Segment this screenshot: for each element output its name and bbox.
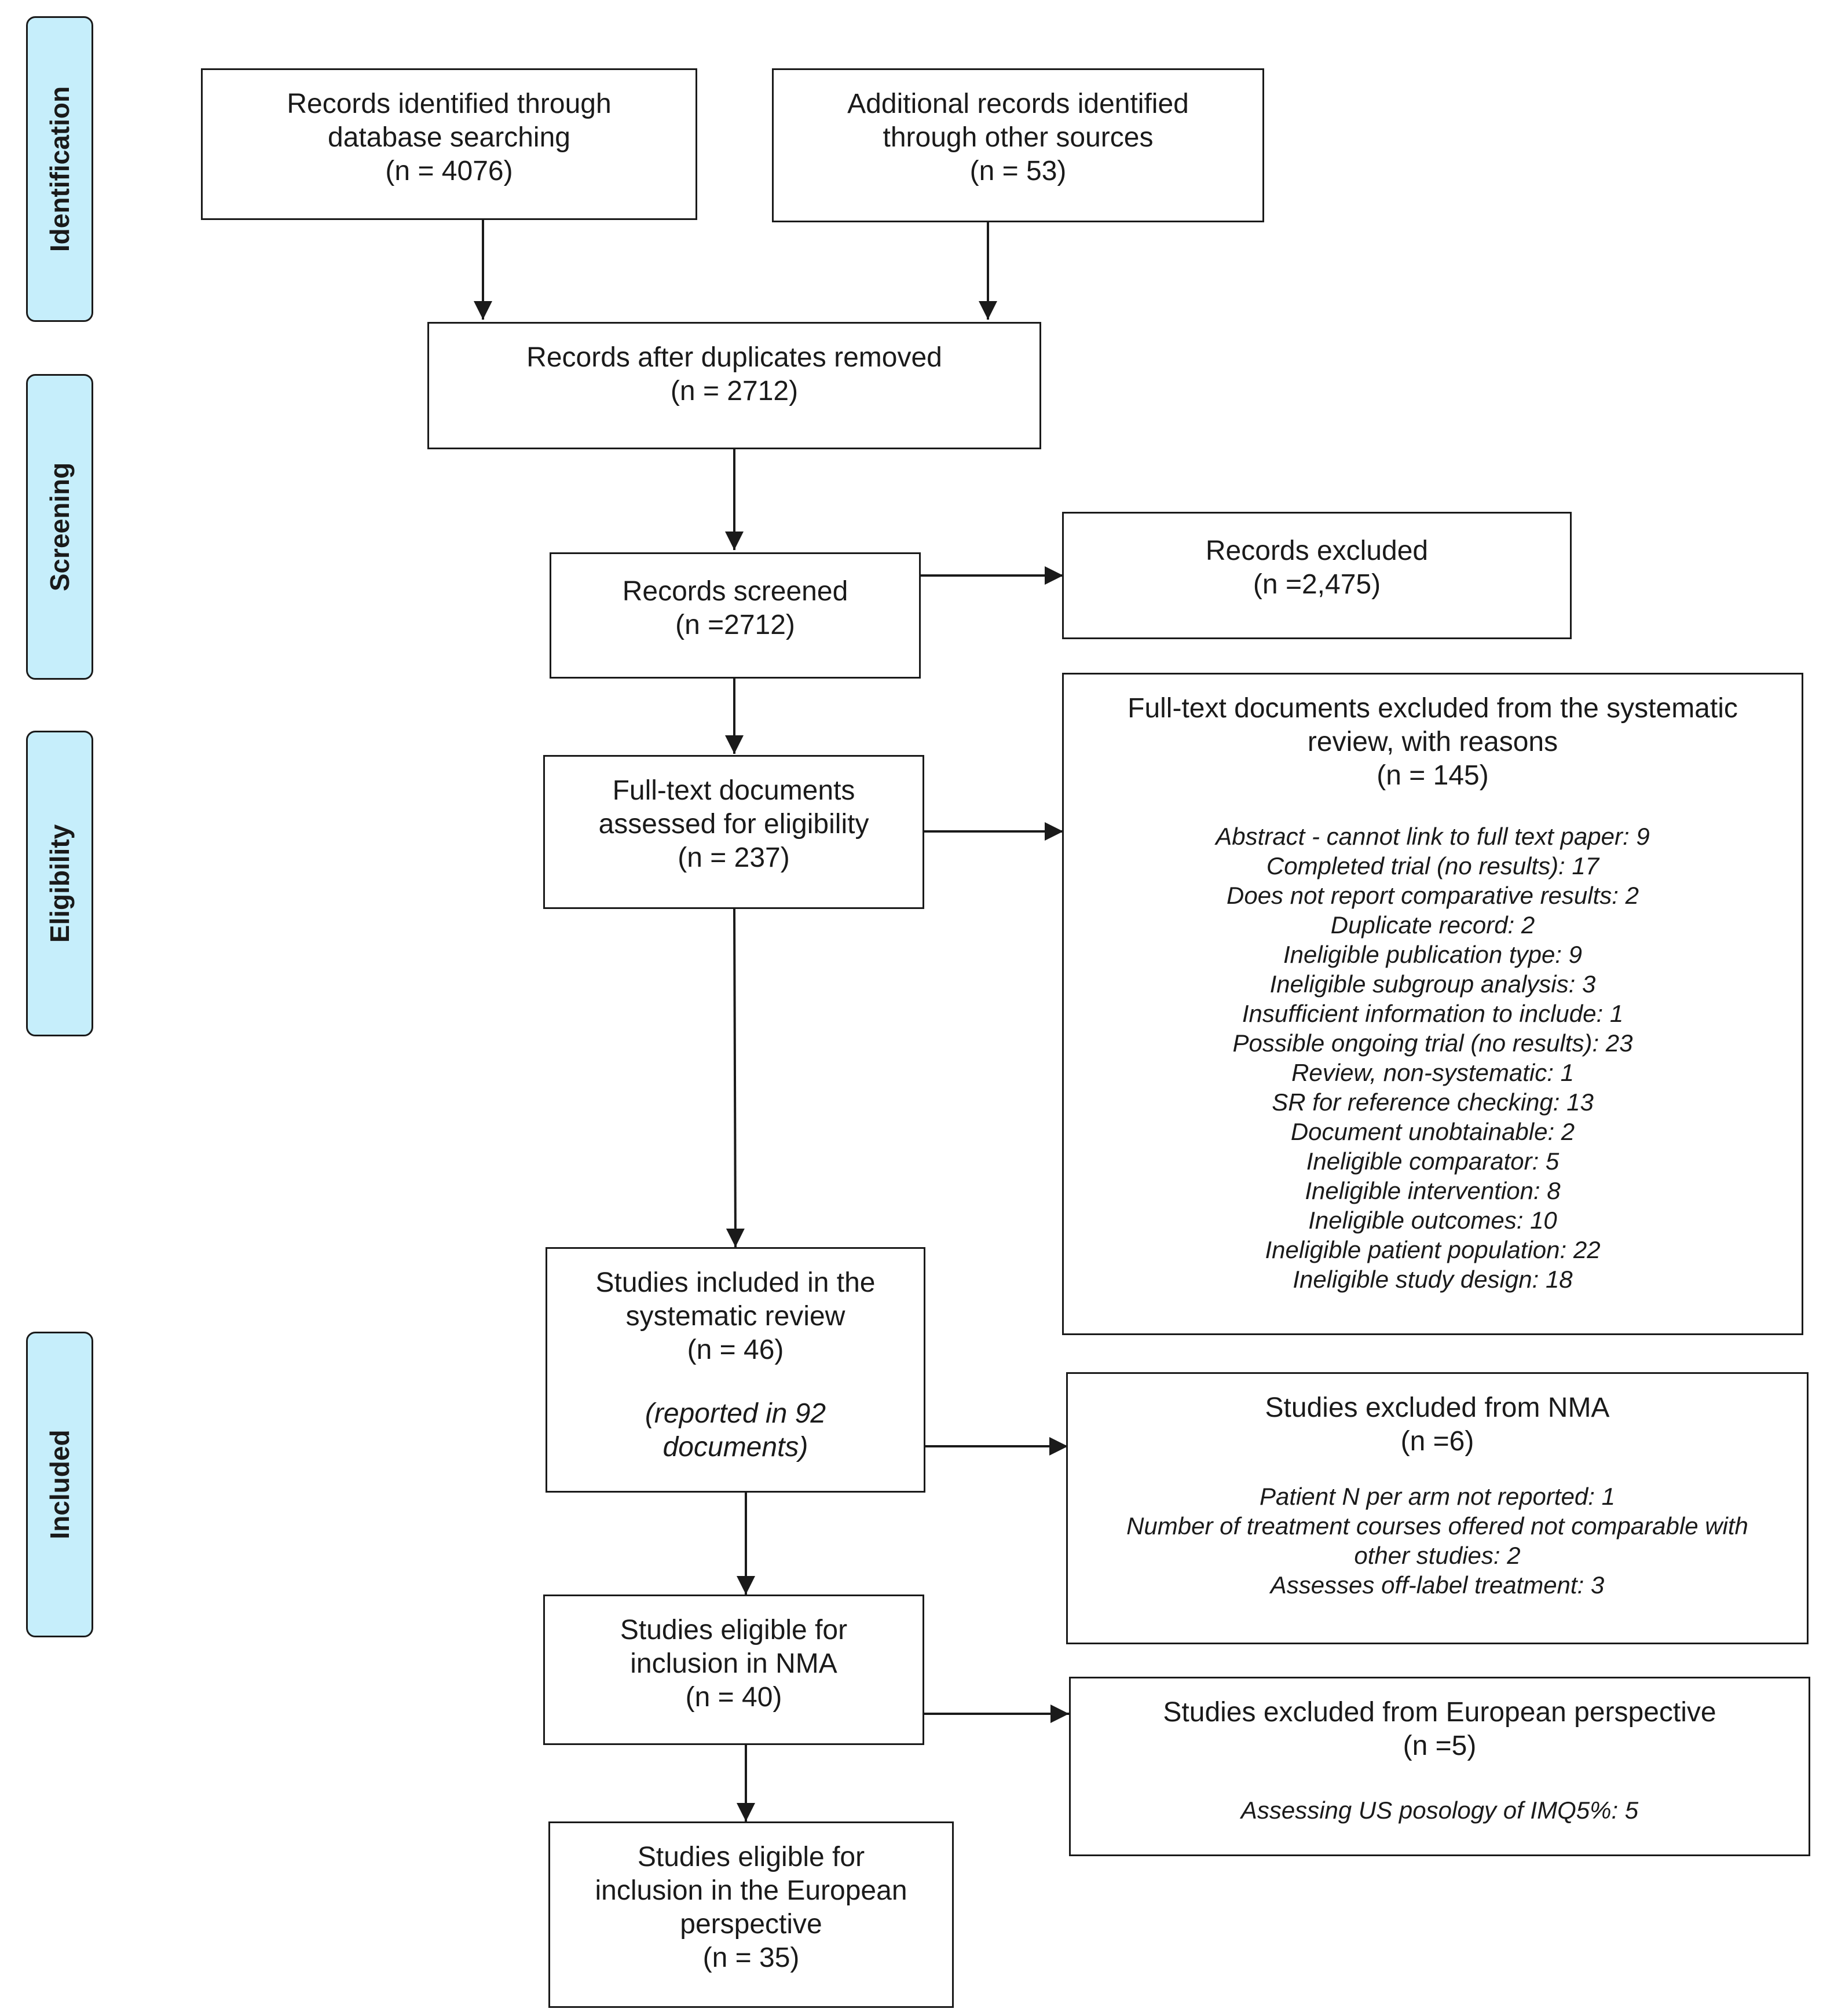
box-excluded-from-nma: Studies excluded from NMA (n =6) Patient… [1066, 1372, 1809, 1644]
note-text: documents) [662, 1432, 808, 1462]
exclusion-reason: Does not report comparative results: 2 [1227, 882, 1639, 909]
box-text: perspective [680, 1909, 822, 1940]
exclusion-reason: Ineligible outcomes: 10 [1308, 1207, 1557, 1234]
arrow-fulltext-to-included [726, 908, 745, 1248]
stage-tab-included: Included [26, 1332, 93, 1637]
exclusion-reason: Assessing US posology of IMQ5%: 5 [1240, 1797, 1639, 1824]
nma-exclusion-reasons: Patient N per arm not reported: 1 Number… [1079, 1482, 1795, 1600]
box-duplicates-removed: Records after duplicates removed (n = 27… [427, 322, 1041, 449]
box-count: (n =6) [1400, 1426, 1474, 1457]
box-records-excluded: Records excluded (n =2,475) [1062, 512, 1572, 639]
box-count: (n = 40) [685, 1682, 782, 1713]
box-count: (n =2712) [675, 610, 795, 640]
exclusion-reason: Possible ongoing trial (no results): 23 [1232, 1029, 1633, 1057]
exclusion-reason: Review, non-systematic: 1 [1291, 1059, 1574, 1086]
exclusion-reason: Patient N per arm not reported: 1 [1260, 1483, 1615, 1510]
box-included-systematic-review: Studies included in the systematic revie… [546, 1247, 925, 1493]
exclusion-reason: Assesses off-label treatment: 3 [1270, 1571, 1605, 1599]
box-text: Records excluded [1205, 536, 1429, 566]
box-text: Full-text documents excluded from the sy… [1128, 693, 1738, 724]
box-text: database searching [328, 122, 570, 153]
exclusion-reason: Completed trial (no results): 17 [1266, 852, 1599, 879]
box-database-search: Records identified through database sear… [201, 68, 697, 220]
note-text: (reported in 92 [645, 1398, 826, 1429]
stage-tab-eligibility: Eligibility [26, 731, 93, 1036]
exclusion-reason: Abstract - cannot link to full text pape… [1216, 823, 1650, 850]
european-exclusion-reasons: Assessing US posology of IMQ5%: 5 [1082, 1795, 1797, 1825]
box-count: (n = 46) [687, 1335, 784, 1365]
box-text: systematic review [625, 1301, 845, 1332]
box-text: Studies included in the [595, 1267, 876, 1298]
box-count: (n = 4076) [385, 156, 513, 186]
box-text: Studies eligible for [620, 1615, 848, 1645]
box-count: (n = 2712) [670, 376, 799, 406]
box-text: Full-text documents [612, 775, 855, 806]
stage-tab-identification: Identification [26, 16, 93, 322]
exclusion-reason: SR for reference checking: 13 [1272, 1088, 1594, 1116]
box-text: through other sources [883, 122, 1154, 153]
box-text: review, with reasons [1307, 727, 1558, 757]
box-count: (n =2,475) [1253, 569, 1381, 600]
box-text: Studies excluded from NMA [1265, 1392, 1610, 1423]
box-count: (n = 35) [702, 1942, 800, 1973]
stage-tab-screening: Screening [26, 374, 93, 680]
box-text: inclusion in the European [595, 1875, 907, 1906]
exclusion-reason: Duplicate record: 2 [1330, 911, 1535, 939]
box-count: (n =5) [1403, 1731, 1477, 1761]
box-count: (n = 237) [678, 842, 790, 873]
box-fulltext-assessed: Full-text documents assessed for eligibi… [543, 755, 924, 909]
box-text: Additional records identified [847, 89, 1189, 119]
box-fulltext-excluded: Full-text documents excluded from the sy… [1062, 673, 1803, 1335]
box-text: Studies eligible for [637, 1842, 865, 1872]
box-count: (n = 145) [1377, 760, 1489, 791]
exclusion-reason: Ineligible patient population: 22 [1265, 1236, 1601, 1263]
box-text: Studies excluded from European perspecti… [1163, 1697, 1716, 1728]
reported-documents-note: (reported in 92 documents) [559, 1397, 912, 1464]
exclusion-reason: Ineligible comparator: 5 [1306, 1148, 1560, 1175]
exclusion-reason: Ineligible publication type: 9 [1283, 941, 1583, 968]
exclusion-reason: Ineligible subgroup analysis: 3 [1269, 970, 1596, 998]
box-text: Records screened [622, 576, 848, 607]
exclusion-reason: other studies: 2 [1354, 1542, 1521, 1569]
box-eligible-european: Studies eligible for inclusion in the Eu… [548, 1821, 954, 2008]
exclusion-reason: Document unobtainable: 2 [1290, 1118, 1575, 1145]
exclusion-reason: Ineligible study design: 18 [1293, 1266, 1573, 1293]
exclusion-reason: Ineligible intervention: 8 [1305, 1177, 1561, 1204]
exclusion-reason: Insufficient information to include: 1 [1242, 1000, 1624, 1027]
box-records-screened: Records screened (n =2712) [550, 552, 921, 679]
box-count: (n = 53) [969, 156, 1067, 186]
box-excluded-european: Studies excluded from European perspecti… [1069, 1677, 1810, 1856]
box-eligible-nma: Studies eligible for inclusion in NMA (n… [543, 1595, 924, 1745]
box-other-sources: Additional records identified through ot… [772, 68, 1264, 222]
exclusion-reason: Number of treatment courses offered not … [1126, 1512, 1748, 1540]
box-text: assessed for eligibility [598, 809, 869, 840]
box-text: inclusion in NMA [630, 1648, 837, 1679]
exclusion-reasons-list: Abstract - cannot link to full text pape… [1075, 822, 1790, 1294]
box-text: Records after duplicates removed [526, 342, 942, 373]
box-text: Records identified through [287, 89, 612, 119]
